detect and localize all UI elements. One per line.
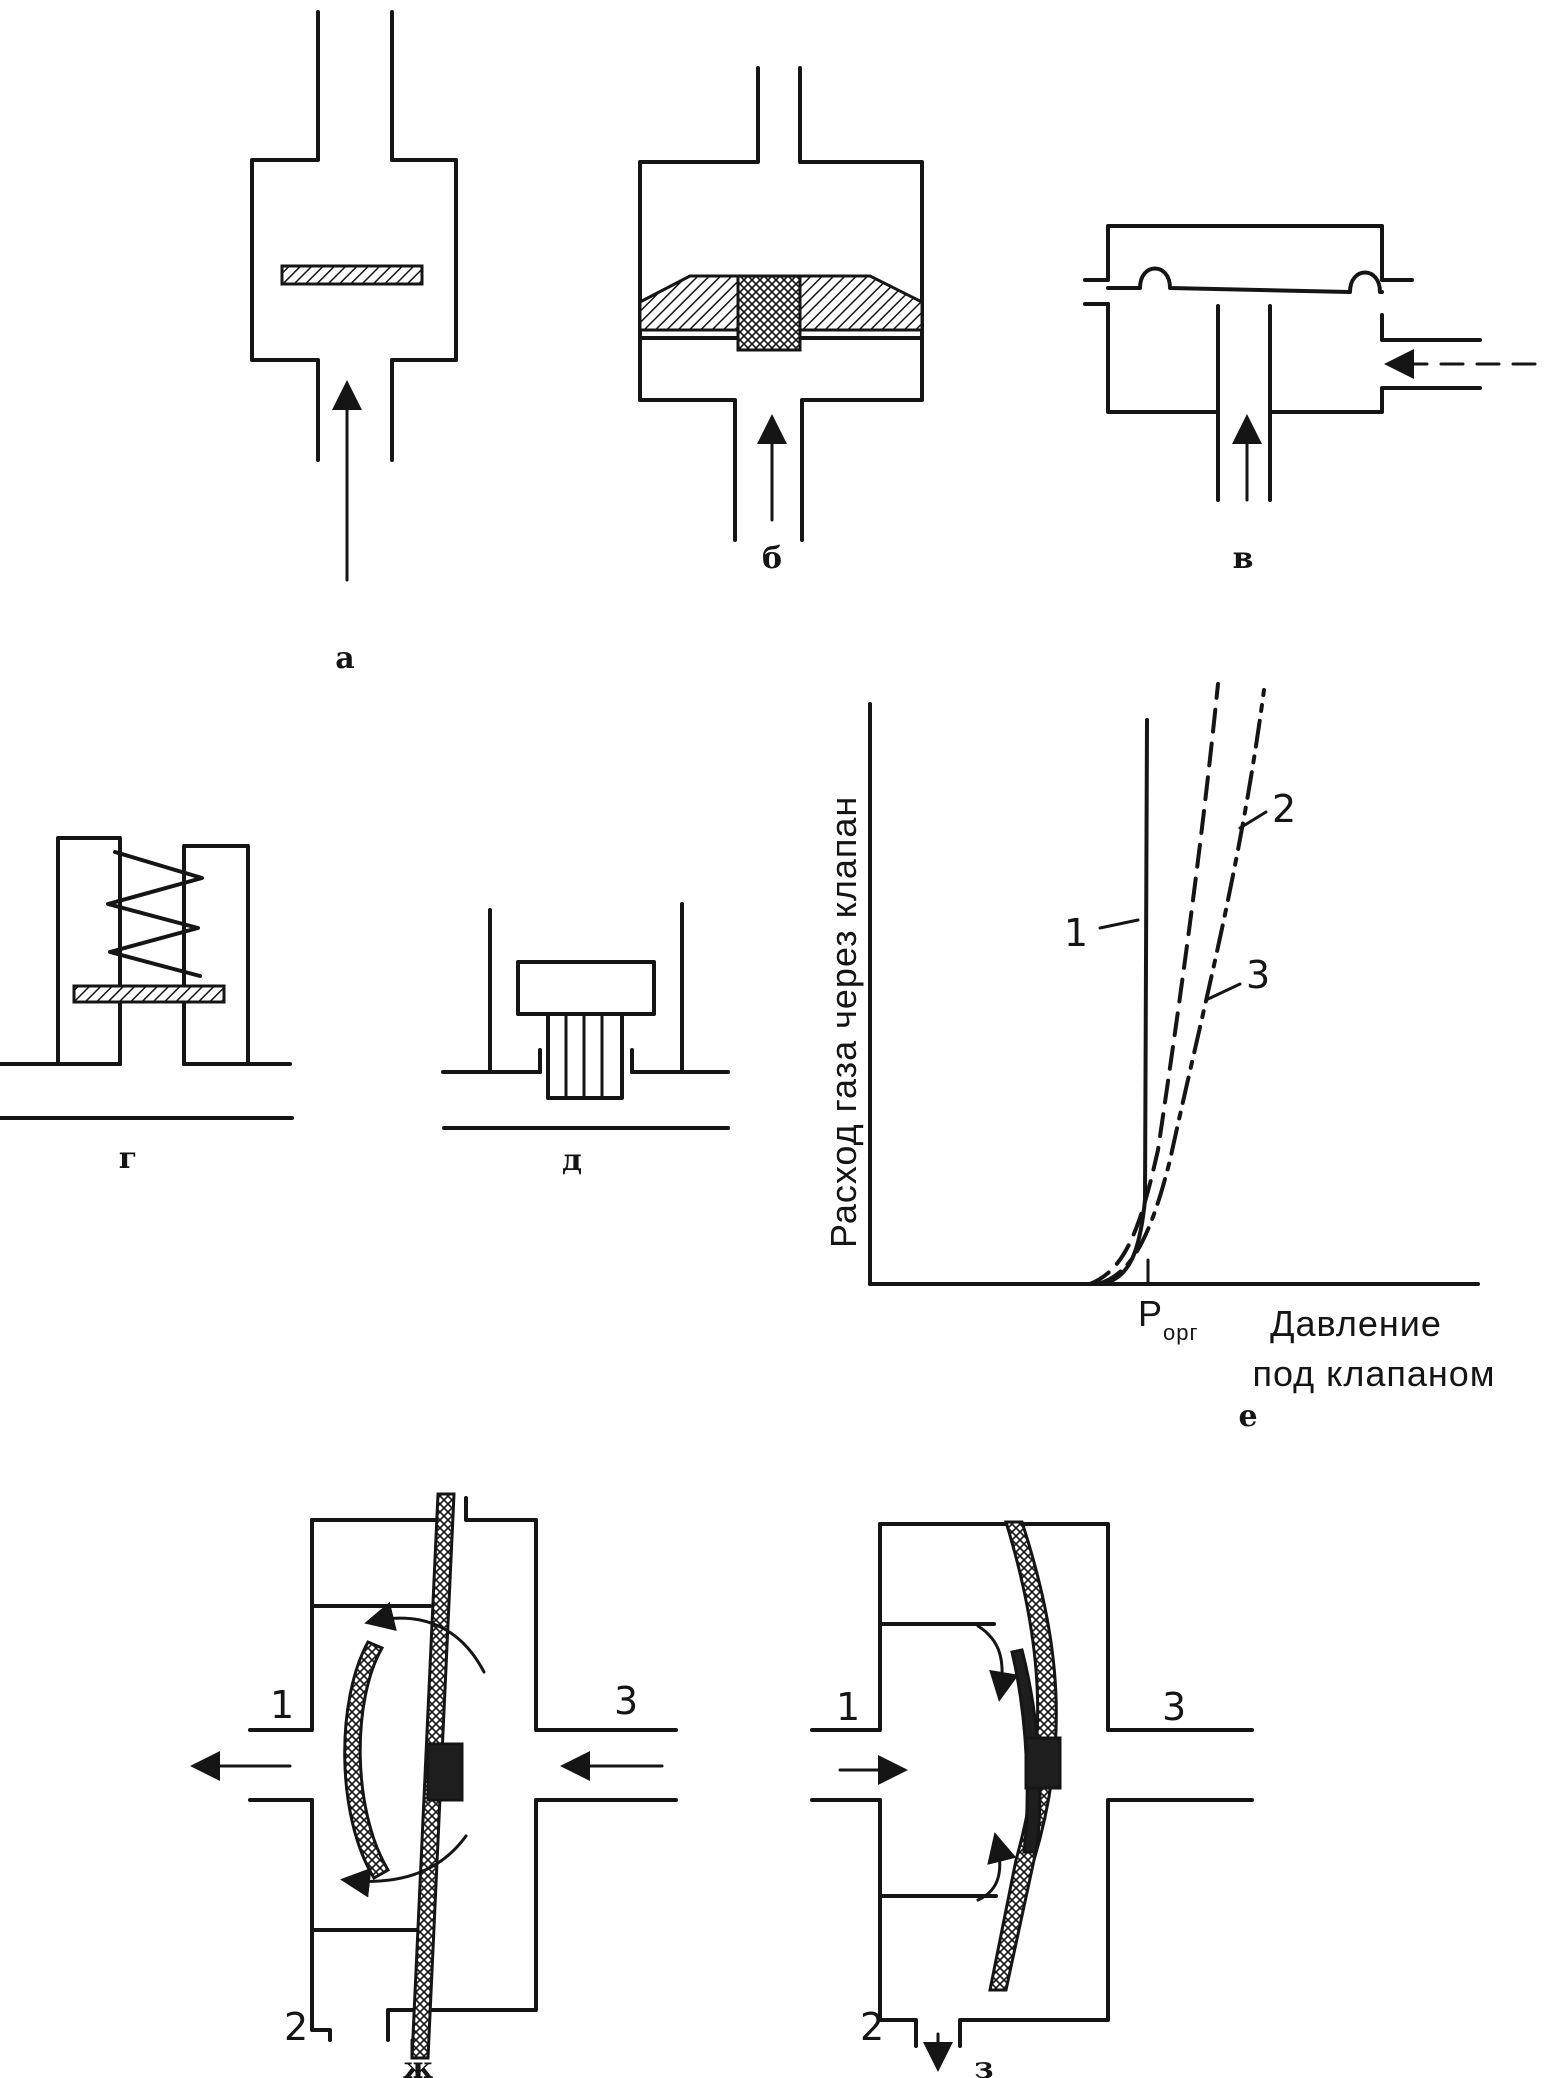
flow-arrow-bottom xyxy=(340,1834,468,1898)
panel-label-e: е xyxy=(1238,1399,1257,1434)
panel-label-b: б xyxy=(762,541,782,576)
curve-1 xyxy=(1098,718,1149,1286)
port-label-2: 2 xyxy=(860,2005,884,2049)
port-label-2: 2 xyxy=(284,2005,308,2049)
valve-plate xyxy=(280,264,424,286)
x-marker-main: P xyxy=(1138,1293,1163,1334)
valve-clamp xyxy=(1024,1736,1062,1790)
leader-2 xyxy=(1238,810,1268,830)
spring xyxy=(106,850,204,978)
valve-clamp xyxy=(426,1742,464,1802)
flow-arrow-top xyxy=(364,1601,486,1674)
port-label-3: 3 xyxy=(614,1679,638,1723)
panel-label-g: г xyxy=(119,1141,137,1176)
diaphragm-bent xyxy=(988,1520,1058,1992)
panel-label-a: а xyxy=(335,641,354,676)
flow-arrow-bottom xyxy=(976,1832,1017,1902)
panel-v-valve xyxy=(1083,224,1537,502)
panel-d-valve xyxy=(441,902,730,1130)
x-marker-label: Pорг xyxy=(1138,1293,1199,1345)
flap-petal xyxy=(343,1640,391,1881)
panel-label-zh: ж xyxy=(403,2051,433,2078)
panel-label-d: д xyxy=(562,1143,582,1178)
curve-3 xyxy=(1096,688,1266,1286)
y-axis-label: Расход газа через клапан xyxy=(823,796,864,1248)
panel-a-valve xyxy=(250,10,458,582)
valve-head xyxy=(516,960,656,1016)
curve-label-1: 1 xyxy=(1064,911,1088,955)
curve-label-2: 2 xyxy=(1272,787,1296,831)
port-label-1: 1 xyxy=(836,1685,860,1729)
x-axis-label-line1: Давление xyxy=(1270,1303,1442,1344)
flow-arrow-top xyxy=(976,1624,1019,1702)
panel-b-valve xyxy=(638,66,924,542)
port-label-1: 1 xyxy=(270,1683,294,1727)
valve-plate xyxy=(72,984,226,1004)
panel-label-v: в xyxy=(1233,541,1254,576)
panel-z-valve: 1 2 3 xyxy=(810,1520,1254,2072)
panel-label-z: з xyxy=(974,2051,993,2078)
panel-zh-valve: 1 2 3 xyxy=(190,1492,678,2060)
curve-2 xyxy=(1088,682,1220,1286)
valve-stem xyxy=(736,274,802,352)
x-marker-sub: орг xyxy=(1163,1320,1199,1345)
port-label-3: 3 xyxy=(1162,1685,1186,1729)
leader-1 xyxy=(1098,918,1140,930)
panel-e-chart: 1 2 3 Расход газа через клапан Pорг Давл… xyxy=(823,682,1495,1394)
curve-label-3: 3 xyxy=(1246,953,1270,997)
x-axis-label-line2: под клапаном xyxy=(1252,1353,1495,1394)
panel-g-valve xyxy=(0,836,294,1120)
leader-3 xyxy=(1204,982,1242,1002)
